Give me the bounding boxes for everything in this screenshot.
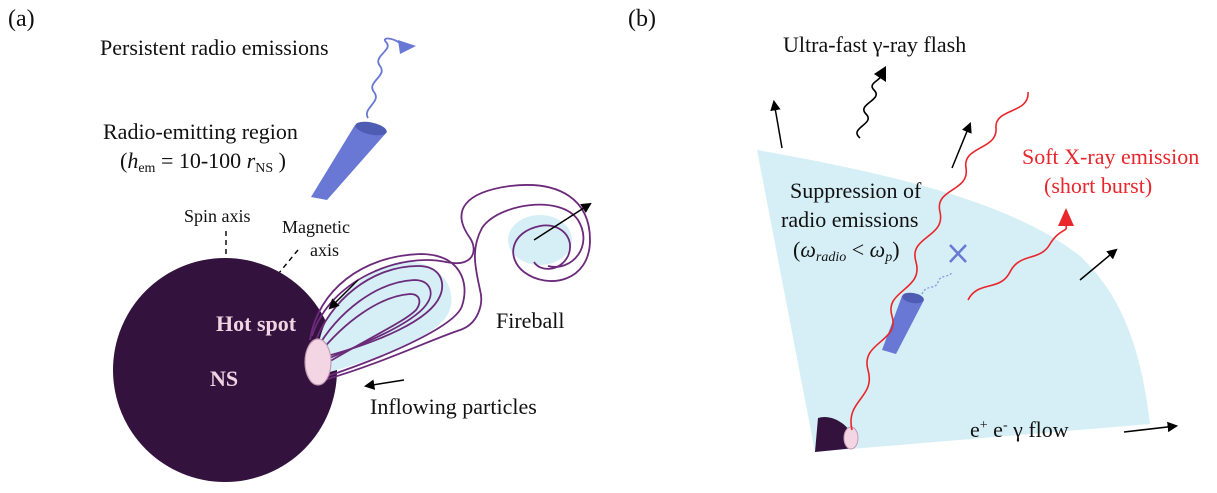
- soft-xray-label-1: Soft X-ray emission: [1022, 144, 1199, 169]
- soft-xray-label-2: (short burst): [1044, 173, 1152, 198]
- magnetic-axis-label-1: Magnetic: [282, 217, 350, 237]
- plasma-fan: [757, 150, 1150, 452]
- outward-arrow-4: [1123, 421, 1179, 433]
- outward-arrow-2: [951, 122, 972, 169]
- spin-axis-label: Spin axis: [184, 206, 251, 226]
- hot-spot-icon: [304, 338, 332, 386]
- panel-b-label: (b): [628, 6, 656, 32]
- gamma-arrowhead: [874, 66, 886, 82]
- hot-spot-label: Hot spot: [216, 311, 297, 336]
- xray-arrowhead: [1058, 208, 1074, 226]
- ns-label: NS: [210, 366, 238, 391]
- cross-icon: [949, 244, 967, 263]
- hot-spot-b-icon: [843, 426, 859, 450]
- inflow-arrow-top: [328, 279, 359, 310]
- gamma-squiggle-icon: [856, 71, 882, 139]
- radio-cone-icon: [311, 121, 387, 200]
- persistent-radio-label: Persistent radio emissions: [100, 35, 329, 60]
- inflow-arrow-bottom: [363, 379, 405, 390]
- radio-region-line1: Radio-emitting region: [103, 119, 298, 144]
- flow-label: e+ e- γ flow: [970, 417, 1069, 442]
- magnetic-axis-label-2: axis: [310, 240, 339, 260]
- panel-a-label: (a): [8, 6, 35, 32]
- neutron-star: [113, 258, 337, 482]
- radio-region-line2: (hem = 10-100 rNS ): [120, 148, 286, 176]
- inflowing-particles-label: Inflowing particles: [370, 394, 537, 419]
- panel-b: (b) Ultra-fast γ-ray flash Suppression o…: [628, 6, 1199, 452]
- fireball-label: Fireball: [496, 308, 564, 333]
- suppression-label-1: Suppression of: [790, 178, 922, 203]
- gamma-flash-label: Ultra-fast γ-ray flash: [783, 32, 966, 57]
- suppressed-radio-cone-icon: [882, 292, 924, 354]
- outward-arrow-3: [1079, 248, 1118, 281]
- suppressed-wave-icon: [921, 271, 953, 295]
- omega-relation: (ωradio < ωp): [793, 237, 900, 265]
- plasma-region-inner: [318, 261, 452, 372]
- fireball-arrow: [533, 202, 592, 241]
- panel-a: (a) Persistent radio emissions Radio-emi…: [8, 6, 592, 482]
- suppression-label-2: radio emissions: [781, 207, 919, 232]
- xray-path-tail: [967, 225, 1068, 301]
- radio-wave-arrowhead: [398, 40, 416, 54]
- radio-wave-icon: [365, 37, 403, 119]
- outward-arrow-1: [770, 99, 783, 149]
- xray-path-icon: [850, 91, 1029, 431]
